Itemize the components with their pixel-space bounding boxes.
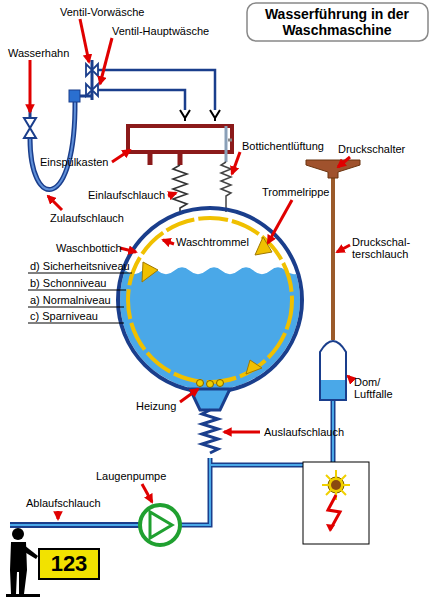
part-label: Bottichentlüftung <box>242 140 324 152</box>
detergent-dispenser <box>128 126 232 165</box>
part-label: Laugenpumpe <box>96 470 166 482</box>
heater <box>197 380 224 388</box>
part-label: Einlaufschlauch <box>88 189 165 201</box>
part-label: Ventil-Hauptwäsche <box>112 25 209 37</box>
part-label: Waschbottich <box>56 242 122 254</box>
part-label: Dom/ Luftfalle <box>354 376 406 400</box>
part-label: Einspülkasten <box>40 156 109 168</box>
part-label: Waschtrommel <box>176 236 249 248</box>
level-label: d) Sicherheitsniveau <box>30 260 130 272</box>
number-sign: 123 <box>38 548 100 580</box>
level-label: a) Normalniveau <box>30 294 111 306</box>
level-lines <box>28 273 132 323</box>
level-label: c) Sparniveau <box>30 310 98 322</box>
title-frame <box>247 3 428 41</box>
part-label: Trommelrippe <box>262 186 329 198</box>
drum-ribs <box>142 237 272 374</box>
part-label: Heizung <box>136 400 176 412</box>
pointing-figure <box>6 528 40 597</box>
sign-number: 123 <box>51 552 88 576</box>
part-label: Zulaufschlauch <box>50 212 124 224</box>
tub-water <box>110 267 310 401</box>
author-logo <box>303 462 369 544</box>
supply-hose <box>24 90 80 189</box>
level-label: b) Schonniveau <box>30 277 106 289</box>
part-label: Ventil-Vorwäsche <box>60 6 144 18</box>
part-label: Auslaufschlauch <box>264 426 344 438</box>
air-trap <box>320 341 346 400</box>
leader-arrows <box>30 19 352 519</box>
part-label: Druckschalter <box>338 143 405 155</box>
tub-outline <box>118 208 302 392</box>
part-label: Druckschal- terschlauch <box>352 236 418 260</box>
drain-pump <box>10 505 180 545</box>
part-label: Ablaufschlauch <box>26 497 101 509</box>
part-label: Wasserhahn <box>8 47 69 59</box>
inlet-bellows <box>173 165 187 214</box>
diagram-title: Wasserführung in der Waschmaschine <box>249 6 425 38</box>
tub-vent <box>221 126 232 212</box>
valves <box>80 60 220 121</box>
